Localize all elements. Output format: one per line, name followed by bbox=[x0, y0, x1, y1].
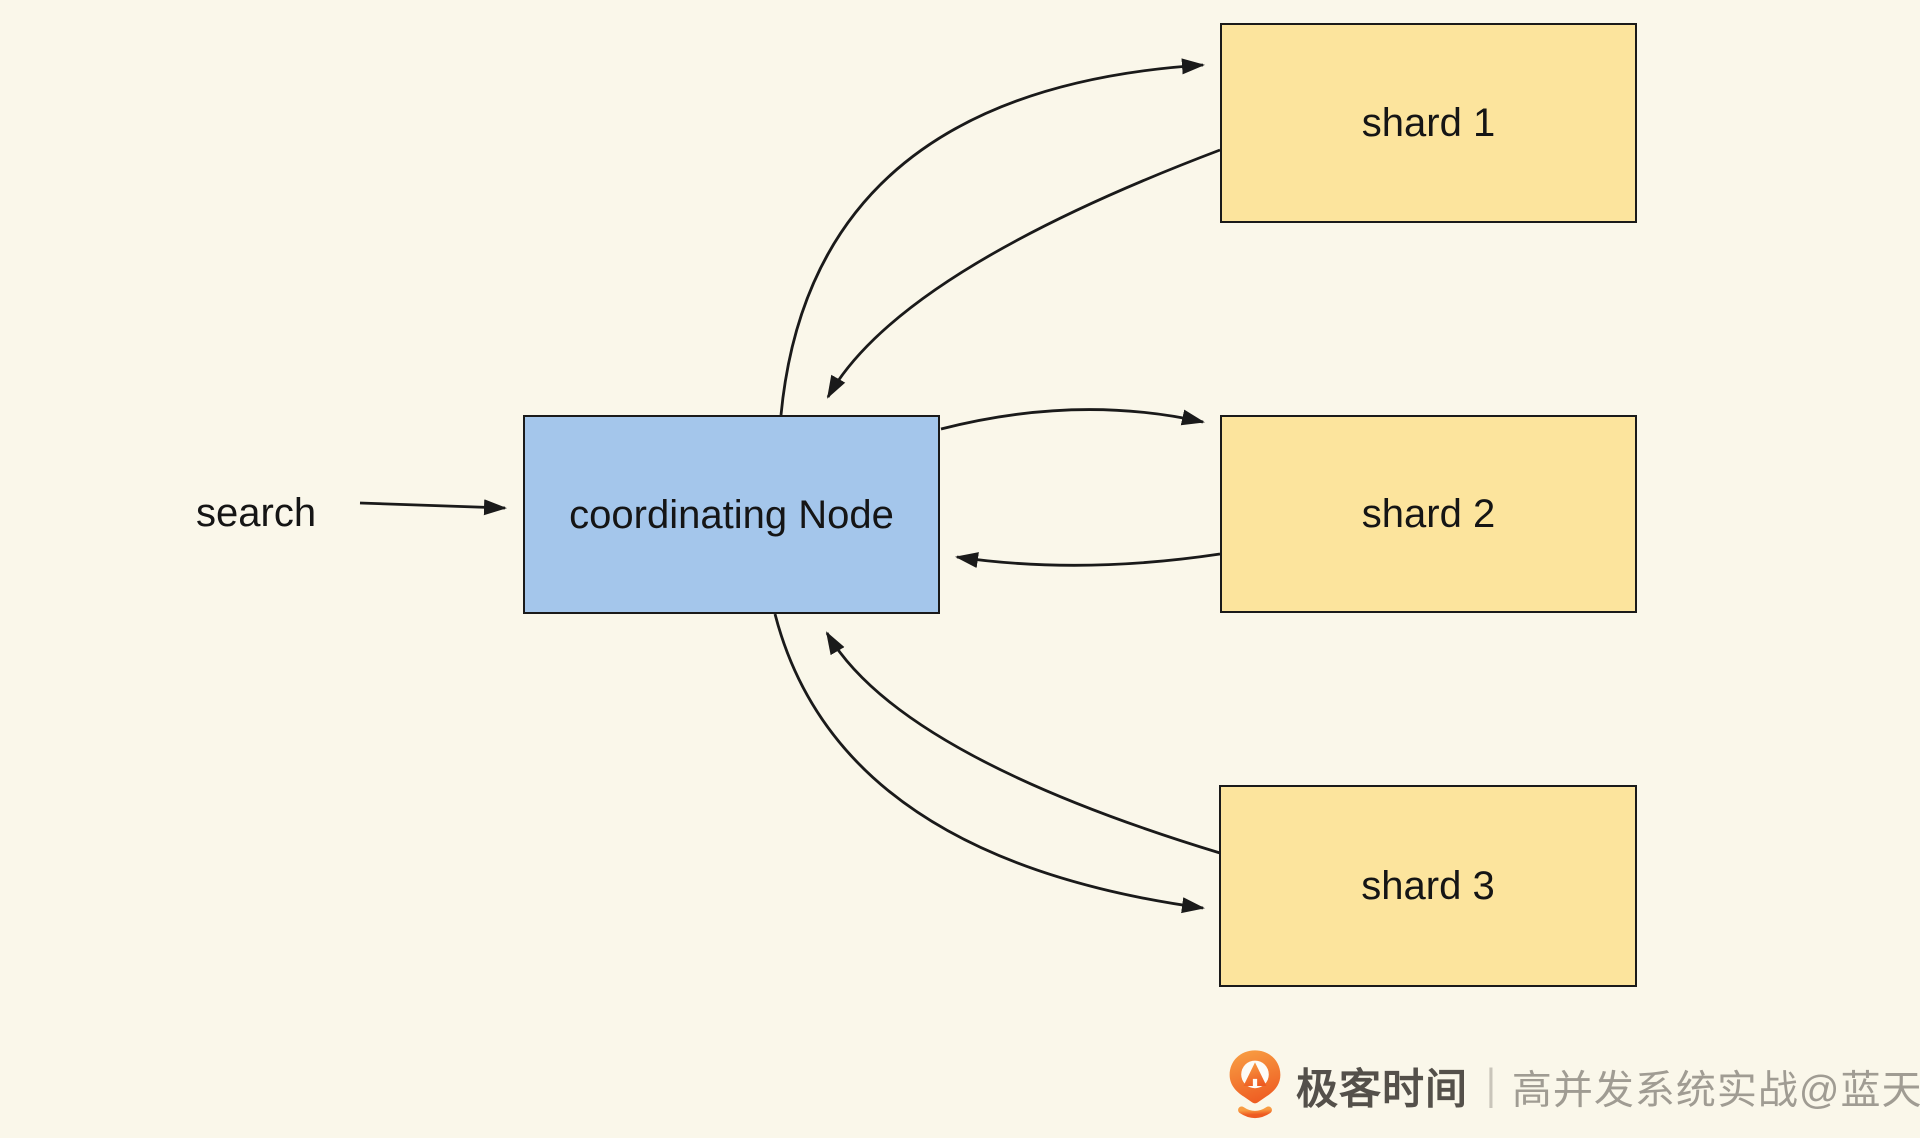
watermark-separator: | bbox=[1486, 1061, 1496, 1110]
search-label: search bbox=[196, 491, 317, 535]
arrow-search-to-coordinating bbox=[359, 499, 507, 516]
arrow-shard1-to-coordinating bbox=[826, 148, 1221, 399]
shard1-box: shard 1 bbox=[1220, 23, 1637, 223]
coordinating-node-label: coordinating Node bbox=[569, 492, 894, 537]
arrow-shard2-to-coordinating bbox=[955, 552, 1221, 568]
watermark-brand: 极客时间 bbox=[1296, 1065, 1469, 1113]
watermark: 极客时间 | 高并发系统实战@蓝天 bbox=[1228, 1050, 1920, 1123]
pin-peak bbox=[1243, 1062, 1267, 1086]
shard1-label: shard 1 bbox=[1361, 101, 1496, 145]
arrow-coordinating-to-shard1 bbox=[779, 58, 1205, 416]
shard3-box: shard 3 bbox=[1219, 785, 1637, 987]
geektime-pin-logo-icon bbox=[1229, 1050, 1281, 1119]
coordinating-node-box: coordinating Node bbox=[523, 415, 940, 614]
shard3-label: shard 3 bbox=[1361, 864, 1495, 908]
arrow-shard3-to-coordinating bbox=[825, 631, 1221, 855]
watermark-credit: 高并发系统实战@蓝天 bbox=[1511, 1068, 1920, 1112]
shard2-label: shard 2 bbox=[1361, 492, 1496, 536]
arrow-coordinating-to-shard2 bbox=[940, 408, 1205, 431]
shard2-box: shard 2 bbox=[1220, 415, 1637, 613]
pin-base-arc bbox=[1238, 1106, 1272, 1119]
arrow-coordinating-to-shard3 bbox=[773, 613, 1205, 914]
pin-peak-slit bbox=[1252, 1078, 1258, 1087]
